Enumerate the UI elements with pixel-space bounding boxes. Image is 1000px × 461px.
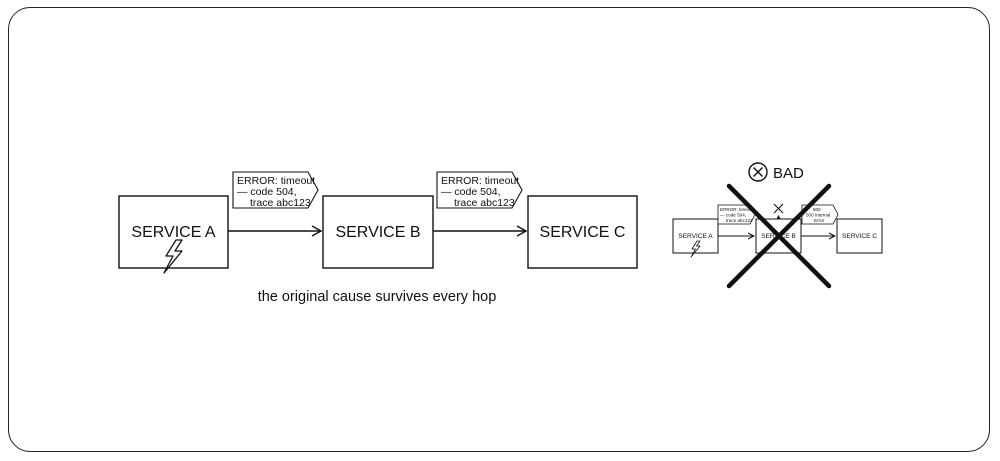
tag-1-line-2: — code 504,: [237, 186, 297, 198]
tag-1-line-1: ERROR: timeout: [237, 175, 315, 187]
bad-label: BAD: [748, 162, 804, 182]
service-b-label: SERVICE B: [335, 224, 420, 241]
bad-diagram: BAD SERVICE A ERROR: timeout — code 504,…: [672, 162, 883, 289]
tag-2-line-1: ERROR: timeout: [441, 175, 519, 187]
bad-tag-2-line-3: Error: [814, 218, 825, 223]
circled-x-icon: [748, 162, 768, 182]
x-mark-icon: [773, 203, 784, 214]
tag-2-line-3: trace abc123: [454, 197, 515, 209]
service-c-label: SERVICE C: [540, 224, 626, 241]
service-b-box: SERVICE B: [322, 195, 434, 269]
bad-error-tag-1: ERROR: timeout — code 504, trace abc123: [717, 204, 756, 225]
bad-error-tag-2: 500 500 Internal Error: [801, 204, 839, 225]
good-diagram: SERVICE A ERROR: timeout — code 504, tra…: [118, 171, 638, 305]
bad-label-text: BAD: [773, 165, 804, 182]
bad-service-a-box: SERVICE A: [672, 218, 719, 258]
lightning-icon: [163, 239, 183, 274]
tag-1-line-3: trace abc123: [250, 197, 311, 209]
big-cross-icon: [726, 183, 832, 289]
bad-tag-1-line-1: ERROR: timeout: [720, 207, 755, 212]
bad-tag-2-line-2: 500 Internal: [806, 213, 830, 218]
service-a-label: SERVICE A: [131, 224, 216, 241]
service-c-box: SERVICE C: [527, 195, 638, 269]
bad-service-c-label: SERVICE C: [842, 233, 877, 240]
tag-2-line-2: — code 504,: [441, 186, 501, 198]
bad-tag-2-line-1: 500: [813, 207, 821, 212]
service-a-box: SERVICE A: [118, 195, 229, 274]
lightning-icon: [690, 240, 701, 258]
bad-tag-1-line-3: trace abc123: [726, 218, 753, 223]
bad-tag-1-line-2: — code 504,: [720, 213, 746, 218]
bad-service-c-box: SERVICE C: [836, 218, 883, 254]
error-tag-1: ERROR: timeout — code 504, trace abc123: [232, 171, 319, 209]
error-tag-2: ERROR: timeout — code 504, trace abc123: [436, 171, 523, 209]
bad-service-a-label: SERVICE A: [678, 233, 713, 240]
caption: the original cause survives every hop: [258, 289, 497, 305]
